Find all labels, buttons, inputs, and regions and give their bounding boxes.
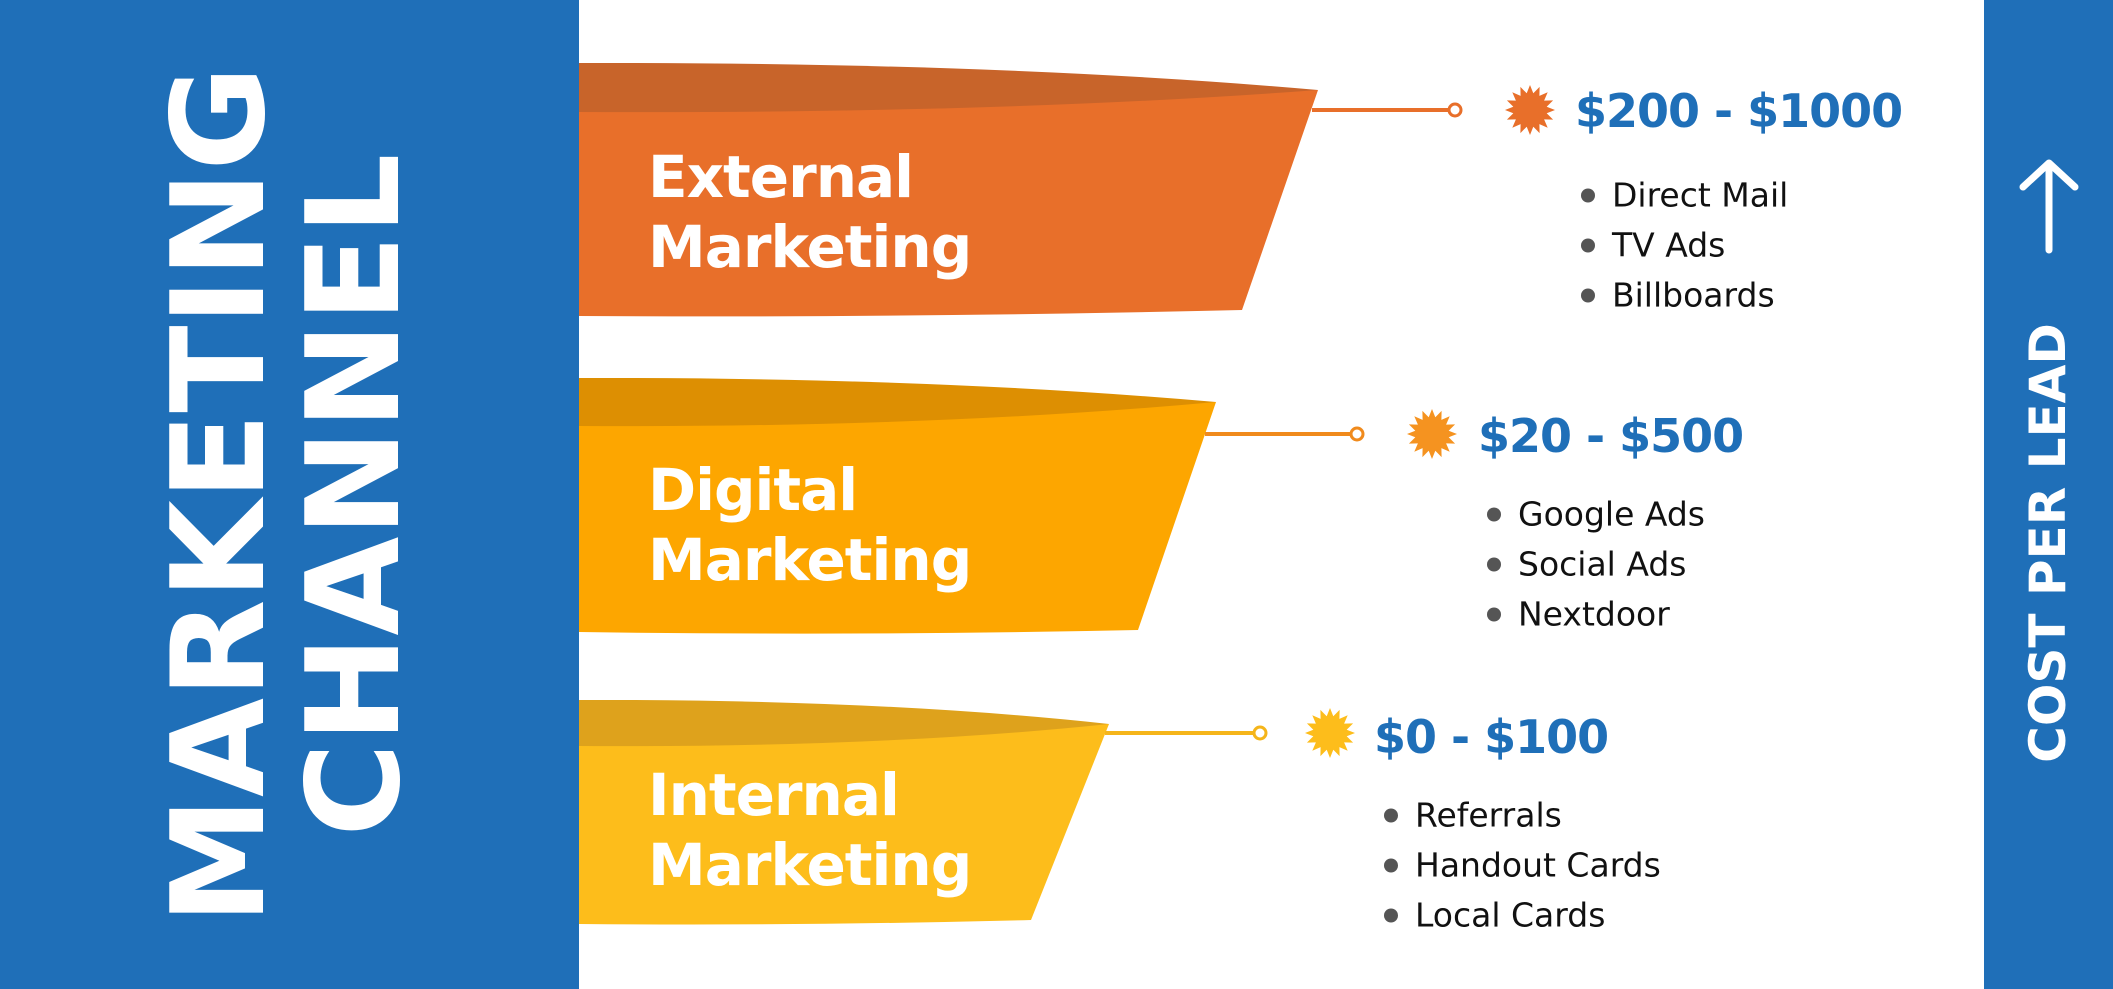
arrow-up-icon (2019, 159, 2079, 254)
list-item: Local Cards (1383, 895, 1606, 935)
funnel-tier-external (579, 62, 1555, 317)
starburst-icon (1407, 409, 1457, 459)
connector-dot (1252, 725, 1268, 741)
connector-dot (1447, 102, 1463, 118)
funnel-tier-internal (579, 699, 1355, 925)
list-item: Direct Mail (1580, 175, 1789, 215)
starburst-icon (1505, 85, 1555, 135)
list-item: Google Ads (1487, 494, 1705, 534)
list-item: Referrals (1384, 795, 1562, 835)
right-axis-panel: COST PER LEAD (1984, 0, 2113, 989)
list-item: Social Ads (1486, 544, 1687, 584)
list-item: Nextdoor (1487, 594, 1670, 634)
tier-2-price: $20 - $500 (1478, 409, 1744, 463)
list-item: Handout Cards (1384, 845, 1661, 885)
list-item: TV Ads (1580, 225, 1726, 265)
connector-dot (1349, 426, 1365, 442)
funnel-tier-digital (579, 377, 1457, 634)
starburst-icon (1305, 708, 1355, 758)
tier-3-price: $0 - $100 (1374, 710, 1609, 764)
list-item: Billboards (1581, 275, 1775, 315)
tier-1-price: $200 - $1000 (1575, 84, 1903, 138)
left-title-panel: MARKETING CHANNEL (0, 0, 579, 989)
